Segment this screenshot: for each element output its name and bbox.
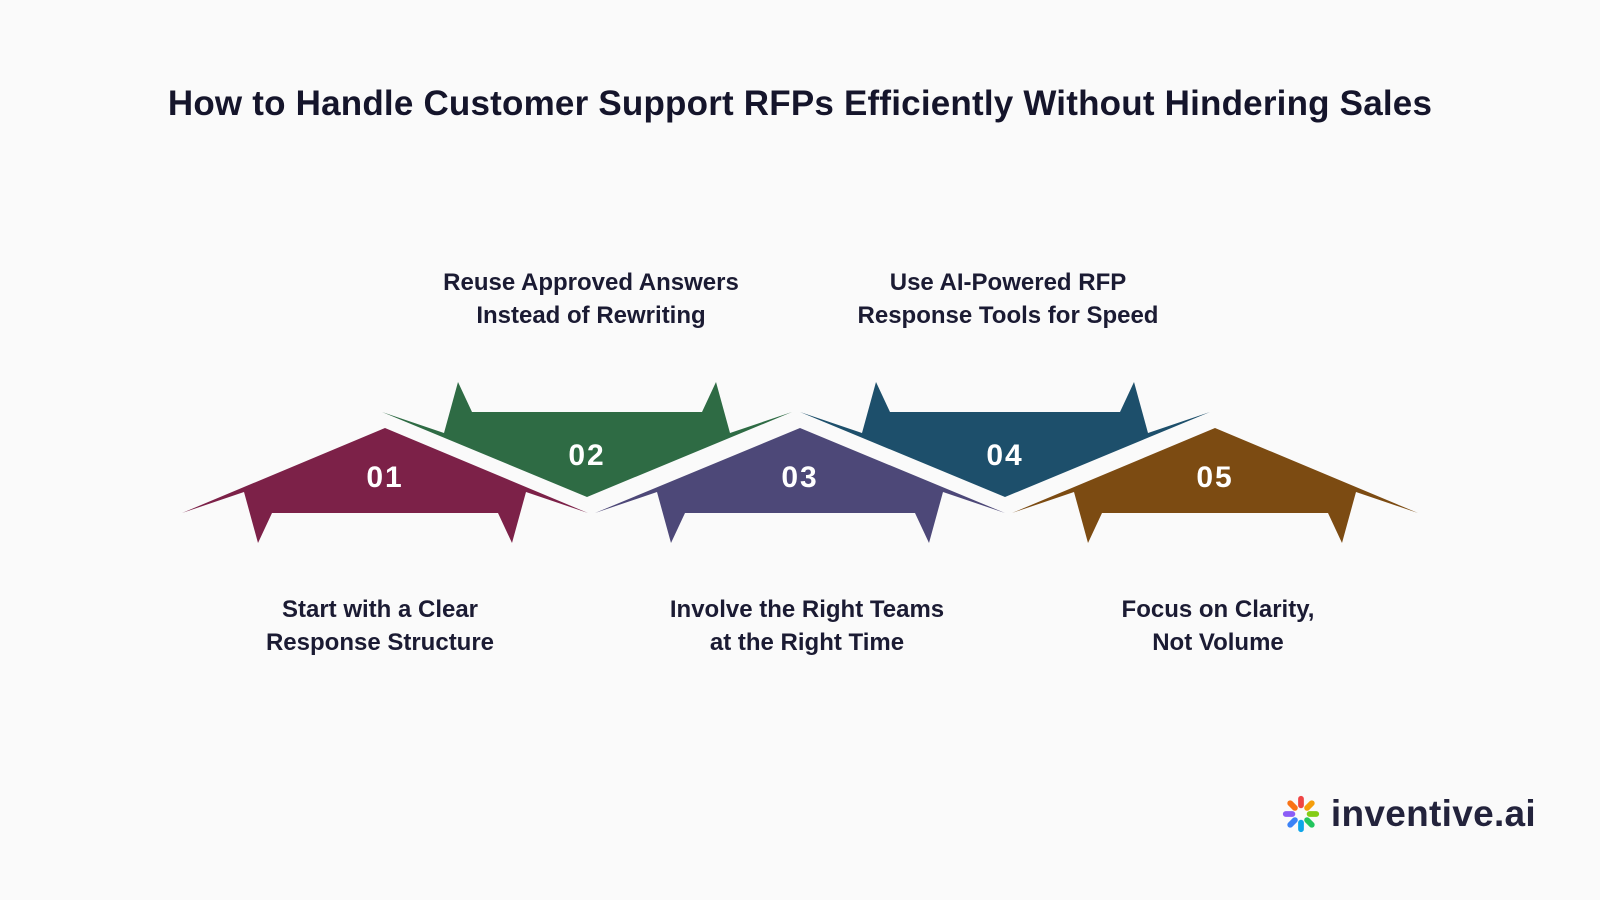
step-number-05: 05 [1196, 461, 1233, 494]
step-arrow-02 [382, 382, 792, 497]
logo: inventive.ai [1280, 793, 1536, 835]
step-number-03: 03 [781, 461, 818, 494]
step-label-03-line1: Involve the Right Teams [669, 596, 945, 623]
step-number-01: 01 [366, 461, 403, 494]
step-number-02: 02 [568, 439, 605, 472]
step-label-02-line1: Reuse Approved Answers [443, 269, 739, 296]
step-label-02-line2: Instead of Rewriting [476, 302, 706, 329]
step-label-01-line1: Start with a Clear [281, 596, 479, 623]
arrow-diagram: 01 02 03 04 05 [182, 382, 1418, 543]
logo-starburst-icon [1282, 795, 1319, 833]
page-title: How to Handle Customer Support RFPs Effi… [167, 84, 1433, 123]
step-label-01: Start with a Clear Response Structure [266, 593, 494, 659]
step-label-01-line2: Response Structure [265, 629, 495, 656]
step-arrow-04 [800, 382, 1210, 497]
step-label-04-line2: Response Tools for Speed [857, 302, 1159, 329]
step-label-05: Focus on Clarity, Not Volume [1122, 593, 1315, 659]
step-label-03-line2: at the Right Time [709, 629, 905, 656]
step-label-04: Use AI-Powered RFP Response Tools for Sp… [858, 266, 1159, 332]
logo-name: inventive [1330, 793, 1494, 834]
step-arrow-05 [1012, 428, 1418, 543]
step-label-02: Reuse Approved Answers Instead of Rewrit… [443, 266, 739, 332]
step-label-05-line2: Not Volume [1152, 629, 1284, 656]
logo-wordmark: inventive.ai [1331, 793, 1536, 835]
step-arrow-03 [595, 428, 1005, 543]
step-arrow-01 [182, 428, 588, 543]
step-label-05-line1: Focus on Clarity, [1121, 596, 1315, 623]
step-label-03: Involve the Right Teams at the Right Tim… [670, 593, 944, 659]
logo-suffix: .ai [1493, 793, 1536, 834]
step-label-04-line1: Use AI-Powered RFP [889, 269, 1127, 296]
step-number-04: 04 [986, 439, 1023, 472]
